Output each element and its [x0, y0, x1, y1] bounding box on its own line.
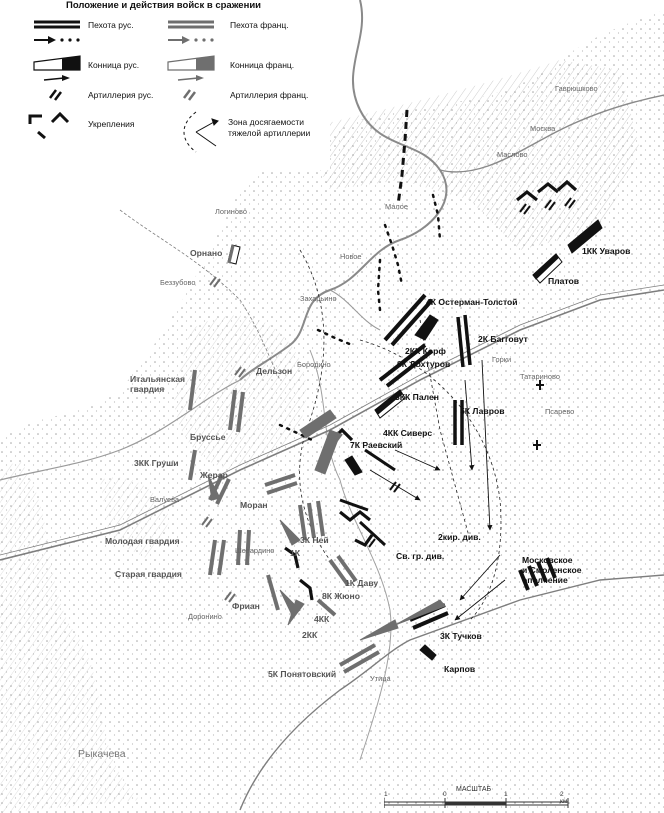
- unit-label-kk4: 4КК: [314, 614, 330, 624]
- french-infantry: [188, 369, 380, 674]
- place-novoe: Новое: [340, 252, 362, 261]
- legend-french-cavalry-icon: [167, 55, 215, 81]
- unit-label-uvarov: 1КК Уваров: [582, 246, 631, 256]
- place-loginovo: Логиново: [215, 207, 247, 216]
- unit-label-young-guard: Молодая гвардия: [105, 536, 180, 546]
- legend-russian-artillery-label: Артиллерия рус.: [88, 90, 154, 100]
- legend-french-infantry-icon: [168, 20, 214, 44]
- unit-label-gren-div: Св. гр. див.: [396, 551, 445, 561]
- russian-artillery: [364, 197, 576, 548]
- unit-label-militia: Московское и Смоленское ополчение: [522, 555, 582, 585]
- scale-ruler: [384, 798, 569, 808]
- place-shevardino: Шевардино: [235, 546, 275, 555]
- legend-russian-cavalry-icon: [33, 55, 81, 81]
- legend-french-cavalry-label: Конница франц.: [230, 60, 295, 70]
- scale-tick-2km: 2 км: [560, 791, 568, 805]
- unit-label-old-guard: Старая гвардия: [115, 569, 182, 579]
- legend-russian-infantry-label: Пехота рус.: [88, 20, 134, 30]
- legend-artillery-zone-icon: [183, 111, 219, 153]
- unit-label-broussier: Бруссье: [190, 432, 226, 442]
- unit-label-tuchkov: 3К Тучков: [440, 631, 482, 641]
- movement-arrows: [369, 359, 506, 621]
- unit-label-platov: Платов: [548, 276, 580, 286]
- unit-label-junot: 8К Жюно: [322, 591, 360, 601]
- unit-label-ornano: Орнано: [190, 248, 223, 258]
- unit-label-delzon: Дельзон: [256, 366, 293, 376]
- unit-label-morand: Моран: [240, 500, 268, 510]
- french-cavalry: [207, 244, 446, 641]
- unit-label-korf: 2КК Корф: [405, 346, 446, 356]
- scale-tick-1: 1: [384, 791, 388, 798]
- scale-tick-0: 0: [443, 791, 447, 798]
- roads: [0, 209, 664, 811]
- unit-label-lavrov: 5К Лавров: [460, 406, 505, 416]
- place-tatarinovo: Татариново: [520, 372, 560, 381]
- unit-label-karpov: Карпов: [444, 664, 476, 674]
- scale-title: МАСШТАБ: [456, 786, 492, 793]
- legend-symbols: [28, 20, 219, 153]
- unit-label-osterman: 4К Остерман-Толстой: [426, 297, 518, 307]
- place-malye: Малое: [385, 202, 408, 211]
- unit-label-dokhturov: 6К Дохтуров: [397, 359, 451, 369]
- legend-fortification-label: Укрепления: [88, 119, 135, 129]
- unit-label-sivers: 4КК Сиверс: [383, 428, 433, 438]
- unit-label-friant: Фриан: [232, 601, 260, 611]
- place-doronino: Доронино: [188, 612, 222, 621]
- legend-fortification-icon: [28, 111, 70, 140]
- scale-tick-1b: 1: [504, 791, 508, 798]
- unit-label-k1: 1К: [290, 548, 301, 558]
- place-gorki: Горки: [492, 355, 512, 364]
- place-maslovo: Маслово: [497, 150, 528, 159]
- place-psarevo: Псарево: [545, 407, 575, 416]
- legend-russian-infantry-icon: [34, 20, 80, 44]
- place-utitsa: Утица: [370, 674, 391, 683]
- scale-bar: МАСШТАБ 1 0 1 2 км: [384, 786, 570, 810]
- place-valueva: Валуева: [150, 495, 180, 504]
- unit-label-raevsky: 7К Раевский: [350, 440, 403, 450]
- unit-label-grouchy: 3КК Груши: [134, 458, 179, 468]
- place-zakharino: Захарьино: [300, 294, 337, 303]
- legend-russian-artillery-icon: [49, 89, 62, 101]
- unit-label-italian-guard: Итальянская гвардия: [130, 374, 185, 394]
- french-artillery: [201, 276, 343, 603]
- unit-label-baggovut: 2К Багговут: [478, 334, 528, 344]
- unit-label-ney: 3К Ней: [300, 535, 329, 545]
- place-rykachevo: Рыкачева: [78, 748, 126, 760]
- legend-french-infantry-label: Пехота франц.: [230, 20, 289, 30]
- unit-label-poniatowski: 5К Понятовский: [268, 669, 337, 679]
- legend-french-artillery-label: Артиллерия франц.: [230, 90, 309, 100]
- place-bezzubovo: Беззубово: [160, 278, 196, 287]
- unit-label-davout: 1К Даву: [345, 578, 379, 588]
- legend-title: Положение и действия войск в сражении: [66, 0, 262, 11]
- map-legend: Положение и действия войск в сражении: [0, 0, 330, 170]
- unit-label-kk2: 2КК: [302, 630, 318, 640]
- russian-infantry-moves: [278, 109, 442, 442]
- legend-artillery-zone-label: Зона досягаемости тяжелой артиллерии: [228, 117, 311, 138]
- place-moskva-river: Москва: [530, 124, 556, 133]
- russian-cavalry: [344, 219, 603, 661]
- legend-french-artillery-icon: [183, 89, 196, 101]
- unit-label-kir-div: 2кир. див.: [438, 532, 481, 542]
- unit-label-palen: 3КК Пален: [395, 392, 439, 402]
- unit-label-gerard: Жерар: [200, 470, 228, 480]
- place-borodino: Бородино: [297, 360, 331, 369]
- place-gavrishkovo: Гаврюшково: [555, 84, 598, 93]
- legend-russian-cavalry-label: Конница рус.: [88, 60, 140, 70]
